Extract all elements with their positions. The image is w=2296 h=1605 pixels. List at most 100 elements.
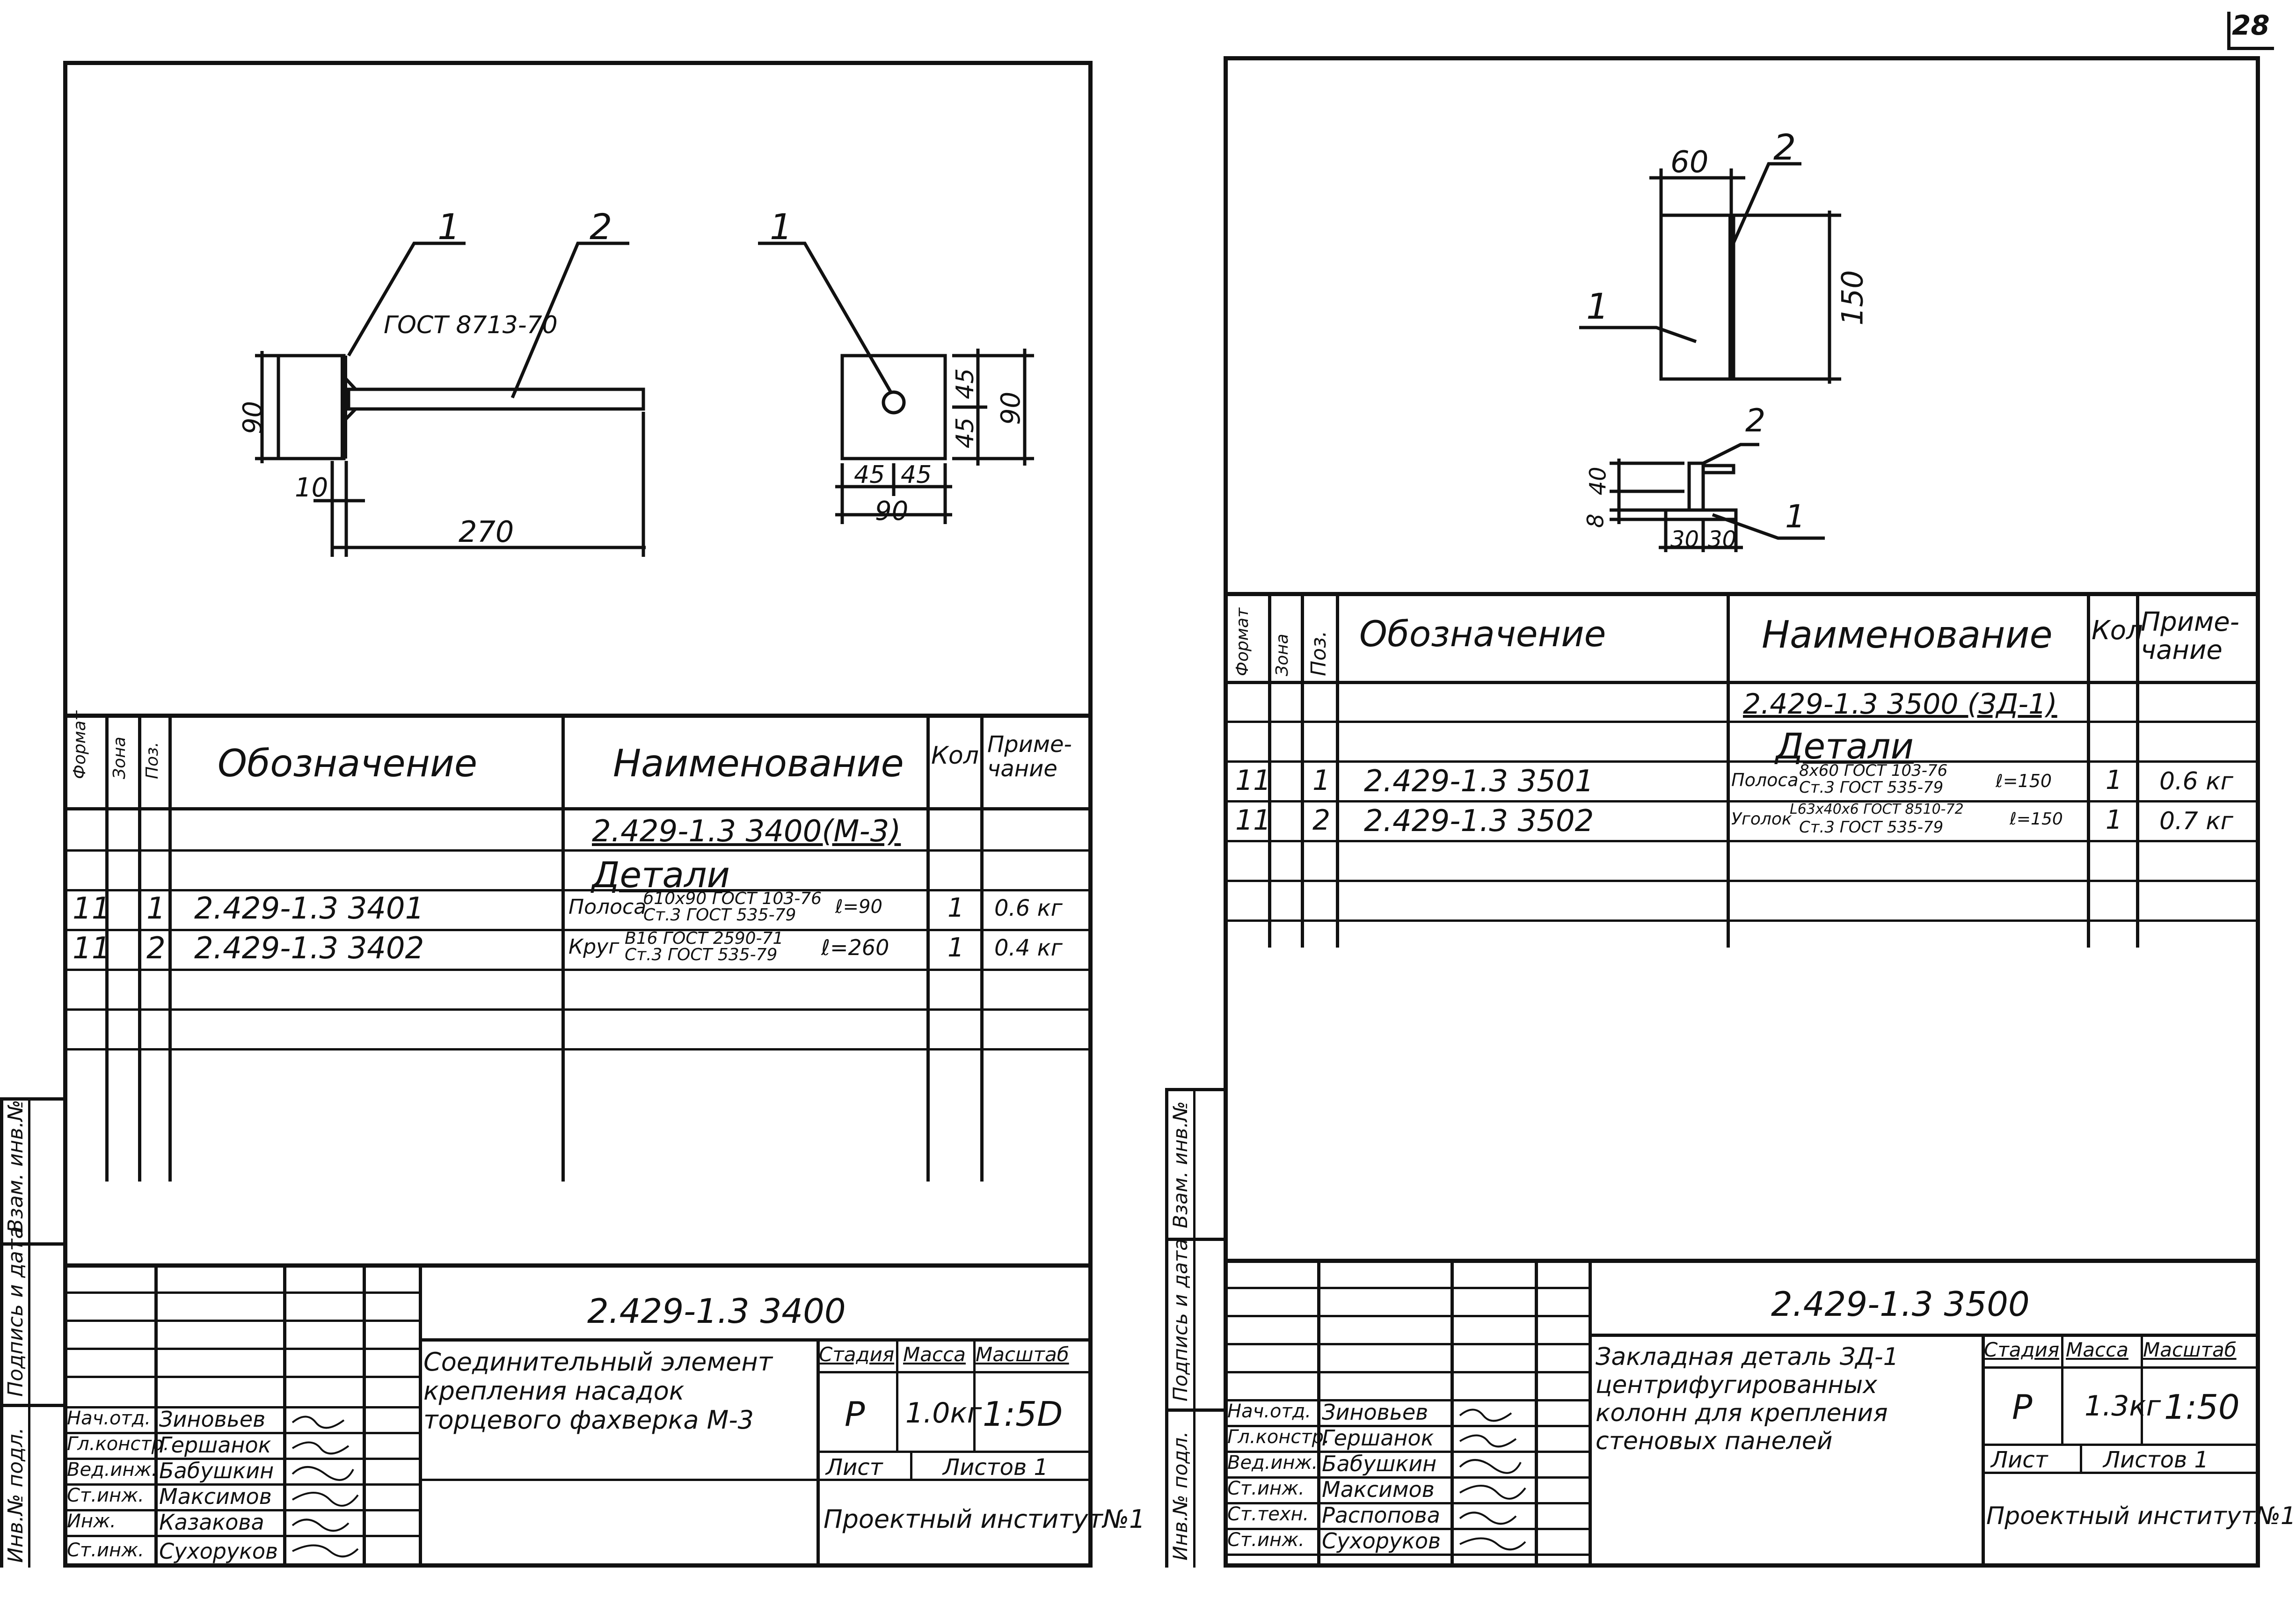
left-drawing	[255, 241, 1034, 557]
left-role-2: Вед.инж.	[67, 1459, 158, 1481]
left-row2-qty: 1	[948, 893, 964, 923]
left-row3-pos: 2	[146, 931, 166, 966]
left-header-zone: Зона	[110, 737, 129, 779]
left-role-0: Нач.отд.	[67, 1408, 151, 1429]
right-mass: 1.3кг	[2085, 1390, 2161, 1423]
left-row2-format: 11	[73, 891, 111, 926]
right-callout-1: 1	[1586, 285, 1609, 327]
left-name-4: Казакова	[159, 1510, 264, 1535]
left-header-qty: Кол.	[931, 742, 987, 770]
left-sheet-frame	[63, 61, 1093, 1568]
right-name-5: Сухоруков	[1322, 1528, 1441, 1554]
right-row3-name-c: Ст.3 ГОСТ 535-79	[1799, 818, 1944, 837]
left-header-note: Приме- чание	[987, 731, 1072, 782]
left-sheet-label: Лист	[826, 1454, 883, 1481]
right-org: Проектный институт№1	[1986, 1502, 2296, 1530]
right-row2-name-b: 8х60 ГОСТ 103-76	[1799, 761, 1948, 780]
right-drawing	[1579, 162, 1841, 552]
left-stage-label: Стадия	[819, 1343, 895, 1366]
left-mass-label: Масса	[903, 1343, 966, 1366]
right-row3-name-a: Уголок	[1731, 810, 1792, 829]
left-callout-1b: 1	[770, 206, 793, 248]
left-title-block: 2.429-1.3 3400 Соединительный элемент кр…	[63, 1263, 1145, 1568]
right-row3-name-b: L63х40х6 ГОСТ 8510-72	[1790, 801, 1964, 817]
left-row2-pos: 1	[146, 891, 166, 926]
right-header-format: Формат	[1233, 607, 1252, 676]
right-name-1: Гершанок	[1322, 1425, 1434, 1451]
left-dim-270: 270	[459, 515, 514, 549]
left-callout-2: 2	[590, 206, 612, 248]
right-role-1: Гл.констр.	[1227, 1426, 1330, 1448]
right-row2-qty: 1	[2106, 765, 2122, 795]
left-scale-label: Масштаб	[976, 1343, 1069, 1366]
left-signatures	[292, 1415, 359, 1558]
right-stamp-vzam: Взам. инв.№	[1169, 1101, 1192, 1228]
right-header-note: Приме- чание	[2141, 607, 2239, 665]
right-dim-30a: 30	[1670, 526, 1699, 553]
right-scale-label: Масштаб	[2143, 1338, 2237, 1361]
left-dim-45b: 45	[901, 461, 932, 489]
left-role-5: Ст.инж.	[67, 1539, 144, 1561]
left-stamp-sign: Подпись и дата	[4, 1226, 28, 1397]
right-role-3: Ст.инж.	[1227, 1478, 1305, 1499]
right-name-0: Зиновьев	[1322, 1400, 1429, 1425]
right-name-2: Бабушкин	[1322, 1451, 1437, 1476]
left-header-name: Наименование	[613, 742, 904, 785]
left-header-format: Формат	[70, 710, 89, 779]
right-dim-8: 8	[1582, 513, 1609, 528]
right-header-designation: Обозначение	[1359, 613, 1606, 655]
right-header-zone: Зона	[1273, 634, 1292, 676]
left-name-0: Зиновьев	[159, 1407, 266, 1432]
left-row2-length: ℓ=90	[835, 896, 882, 918]
left-mass: 1.0кг	[905, 1397, 982, 1430]
left-row3-note: 0.4 кг	[994, 935, 1063, 961]
right-sheets-label: Листов 1	[2103, 1447, 2209, 1473]
right-sheet-frame	[1224, 56, 2260, 1568]
left-row2-name-c: Ст.3 ГОСТ 535-79	[643, 905, 796, 925]
right-dim-30b: 30	[1708, 526, 1737, 553]
right-row2-pos: 1	[1312, 764, 1331, 797]
left-stamp-inv: Инв.№ подл.	[4, 1427, 28, 1563]
left-header-pos: Поз.	[143, 742, 162, 779]
right-callout-1b: 1	[1785, 498, 1806, 535]
right-callout-2: 2	[1773, 126, 1796, 168]
right-dim-40: 40	[1585, 467, 1611, 496]
left-name-1: Гершанок	[159, 1432, 271, 1458]
right-row3-pos: 2	[1312, 804, 1331, 837]
left-row2-designation: 2.429-1.3 3401	[194, 891, 424, 926]
right-role-2: Вед.инж.	[1227, 1452, 1318, 1474]
left-header-designation: Обозначение	[218, 742, 478, 785]
right-stamp-inv: Инв.№ подл.	[1169, 1431, 1192, 1561]
left-name-2: Бабушкин	[159, 1458, 274, 1483]
left-row2-name-a: Полоса	[569, 895, 647, 919]
right-callout-2b: 2	[1745, 402, 1766, 439]
right-row3-designation: 2.429-1.3 3502	[1364, 804, 1594, 839]
page-number: 28	[2232, 9, 2270, 41]
left-callout-1: 1	[437, 206, 460, 248]
left-row0-name: 2.429-1.3 3400(М-3)	[592, 814, 901, 849]
right-dim-150: 150	[1835, 270, 1870, 326]
right-role-4: Ст.техн.	[1227, 1503, 1309, 1525]
right-signatures	[1459, 1408, 1526, 1551]
left-side-stamp: Взам. инв.№ Подпись и дата Инв.№ подл.	[0, 1097, 63, 1568]
left-org: Проектный институт№1	[824, 1504, 1145, 1534]
right-sheet-label: Лист	[1991, 1447, 2048, 1473]
right-role-5: Ст.инж.	[1227, 1529, 1305, 1551]
right-row2-designation: 2.429-1.3 3501	[1364, 764, 1594, 799]
right-row2-format: 11	[1235, 764, 1271, 797]
right-header-pos: Поз.	[1307, 630, 1331, 676]
right-mass-label: Масса	[2066, 1338, 2128, 1361]
left-name-3: Максимов	[159, 1484, 272, 1509]
left-row3-designation: 2.429-1.3 3402	[194, 931, 424, 966]
left-dim-10: 10	[295, 473, 328, 503]
right-row2-length: ℓ=150	[1996, 771, 2052, 791]
right-stage: Р	[2012, 1387, 2033, 1427]
left-scale: 1:5D	[983, 1394, 1063, 1434]
right-row3-format: 11	[1235, 804, 1271, 837]
right-side-stamp: Взам. инв.№ Подпись и дата Инв.№ подл.	[1165, 1088, 1224, 1568]
right-doc-code: 2.429-1.3 3500	[1771, 1284, 2030, 1324]
right-row0-name: 2.429-1.3 3500 (ЗД-1)	[1743, 688, 2057, 721]
right-stage-label: Стадия	[1984, 1338, 2060, 1361]
page-number-frame	[2227, 47, 2274, 50]
left-row3-name-a: Круг	[569, 935, 620, 959]
